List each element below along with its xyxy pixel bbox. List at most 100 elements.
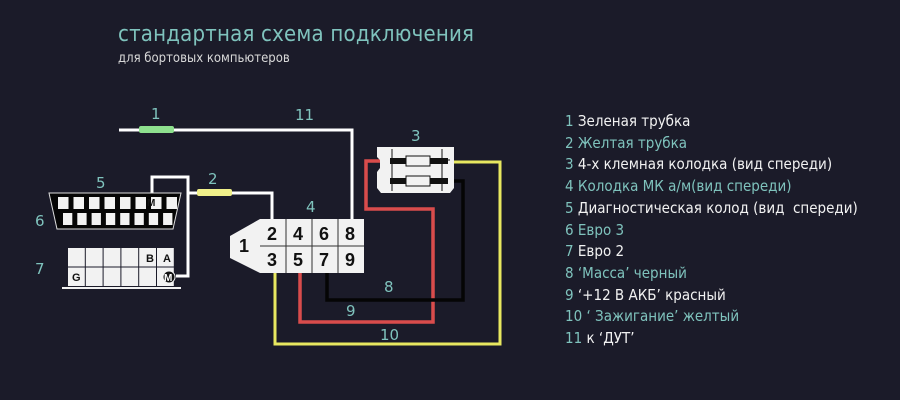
obd-pin-cell [120,213,130,225]
page-subtitle: для бортовых компьютеров [118,51,290,66]
obd-pin-cell [58,197,69,209]
pin-9: 9 [345,250,355,270]
obd-pin-cell [91,213,101,225]
pin-8: 8 [345,224,355,244]
connector-3-four-pin [377,147,454,193]
legend-text: Колодка МК а/м(вид спереди) [577,177,792,196]
legend-text: ‘Масса’ черный [577,263,687,282]
legend-number: 5 [565,198,574,217]
euro2-pin-cell [103,248,121,267]
legend-item: 9 ‘+12 В АКБ’ красный [565,285,858,307]
obd-pin-cell [73,197,84,209]
legend-item: 2 Желтая трубка [565,133,858,155]
legend-number: 10 [565,307,583,326]
pin-6: 6 [319,224,329,244]
pin-4: 4 [293,224,303,244]
obd-pin-cell [134,213,144,225]
obd-pin-cell [120,197,131,209]
legend-text: Евро 2 [577,242,625,261]
label-5: 5 [96,174,106,192]
obd-pin-cell [89,197,100,209]
euro2-pin-m: M [164,273,172,284]
euro2-pin-cell [85,248,103,267]
legend-number: 7 [565,242,574,261]
label-9: 9 [346,302,356,320]
legend-item: 7 Евро 2 [565,241,858,263]
legend-item: 5 Диагностическая колод (вид спереди) [565,198,858,220]
obd-pin-cell [105,213,116,225]
legend-item: 4 Колодка МК а/м(вид спереди) [565,176,858,198]
label-7: 7 [35,260,45,278]
pin-7: 7 [319,250,329,270]
legend-text: к ‘ДУТ’ [586,329,635,348]
legend-text: Желтая трубка [577,133,688,152]
label-2: 2 [208,170,218,188]
euro2-pin-cell [103,267,121,286]
wire-diagnostic-m [150,175,190,278]
obd-pin-cell [166,197,177,209]
label-3: 3 [411,127,421,145]
obd-pin-m: M [147,198,155,209]
obd-pin-cell [163,213,173,225]
obd-pin-cell [135,197,146,209]
legend-text: ‘+12 В АКБ’ красный [577,285,726,304]
legend-text: 4-х клемная колодка (вид спереди) [577,155,833,174]
legend-item: 11 к ‘ДУТ’ [565,328,858,350]
legend-number: 11 [565,329,583,348]
obd-pin-cell [148,213,159,225]
legend-text: Евро 3 [577,220,625,239]
euro2-pin-b: B [146,253,154,265]
legend-number: 2 [565,133,574,152]
yellow-tube [197,189,232,196]
label-1: 1 [151,105,161,123]
label-8: 8 [384,278,394,296]
legend-text: ‘ Зажигание’ желтый [586,307,740,326]
obd-pin-cell [104,197,115,209]
euro2-pin-cell [68,248,85,267]
green-tube [139,126,174,133]
euro2-pin-cell [157,248,174,267]
legend-number: 4 [565,177,574,196]
wire-2-k-line [188,191,274,219]
legend-item: 10 ‘ Зажигание’ желтый [565,306,858,328]
label-4: 4 [306,198,316,216]
pin-1: 1 [239,236,249,256]
euro2-connector: B A G M [62,248,181,289]
legend-number: 3 [565,155,574,174]
wire-9-red [298,159,435,324]
legend-number: 8 [565,263,574,282]
euro2-pin-g: G [72,272,81,284]
euro2-pin-cell [121,248,139,267]
legend-text: Зеленая трубка [577,112,691,130]
obd-connector-euro3: M [48,192,182,230]
legend-item: 3 4-х клемная колодка (вид спереди) [565,154,858,176]
obd-pin-cell [63,213,73,225]
label-11: 11 [295,106,314,124]
label-10: 10 [380,326,399,344]
euro2-pin-a: A [163,253,171,265]
euro2-pin-cell [121,267,139,286]
wire-10-yellow [273,160,502,346]
wire-8-black [325,179,465,302]
euro2-pin-cell [139,248,156,267]
wire-11-dut [119,128,354,219]
euro2-pin-cell [68,267,85,286]
legend-item: 8 ‘Масса’ черный [565,263,858,285]
page-title: стандартная схема подключения [118,22,475,47]
legend-number: 6 [565,220,574,239]
euro2-pin-cell [139,267,156,286]
legend-item: 1 Зеленая трубка [565,111,858,133]
legend-item: 6 Евро 3 [565,220,858,242]
legend-number: 9 [565,285,574,304]
legend-text: Диагностическая колод (вид спереди) [577,198,858,217]
connector-4-mk: 1 2 4 6 8 3 5 7 9 [230,219,364,273]
pin-2: 2 [267,224,277,244]
label-6: 6 [35,212,45,230]
euro2-pin-cell [85,267,103,286]
obd-pin-cell [77,213,87,225]
obd-pin-cell [151,197,162,209]
pin-3: 3 [267,250,277,270]
legend-number: 1 [565,112,574,130]
